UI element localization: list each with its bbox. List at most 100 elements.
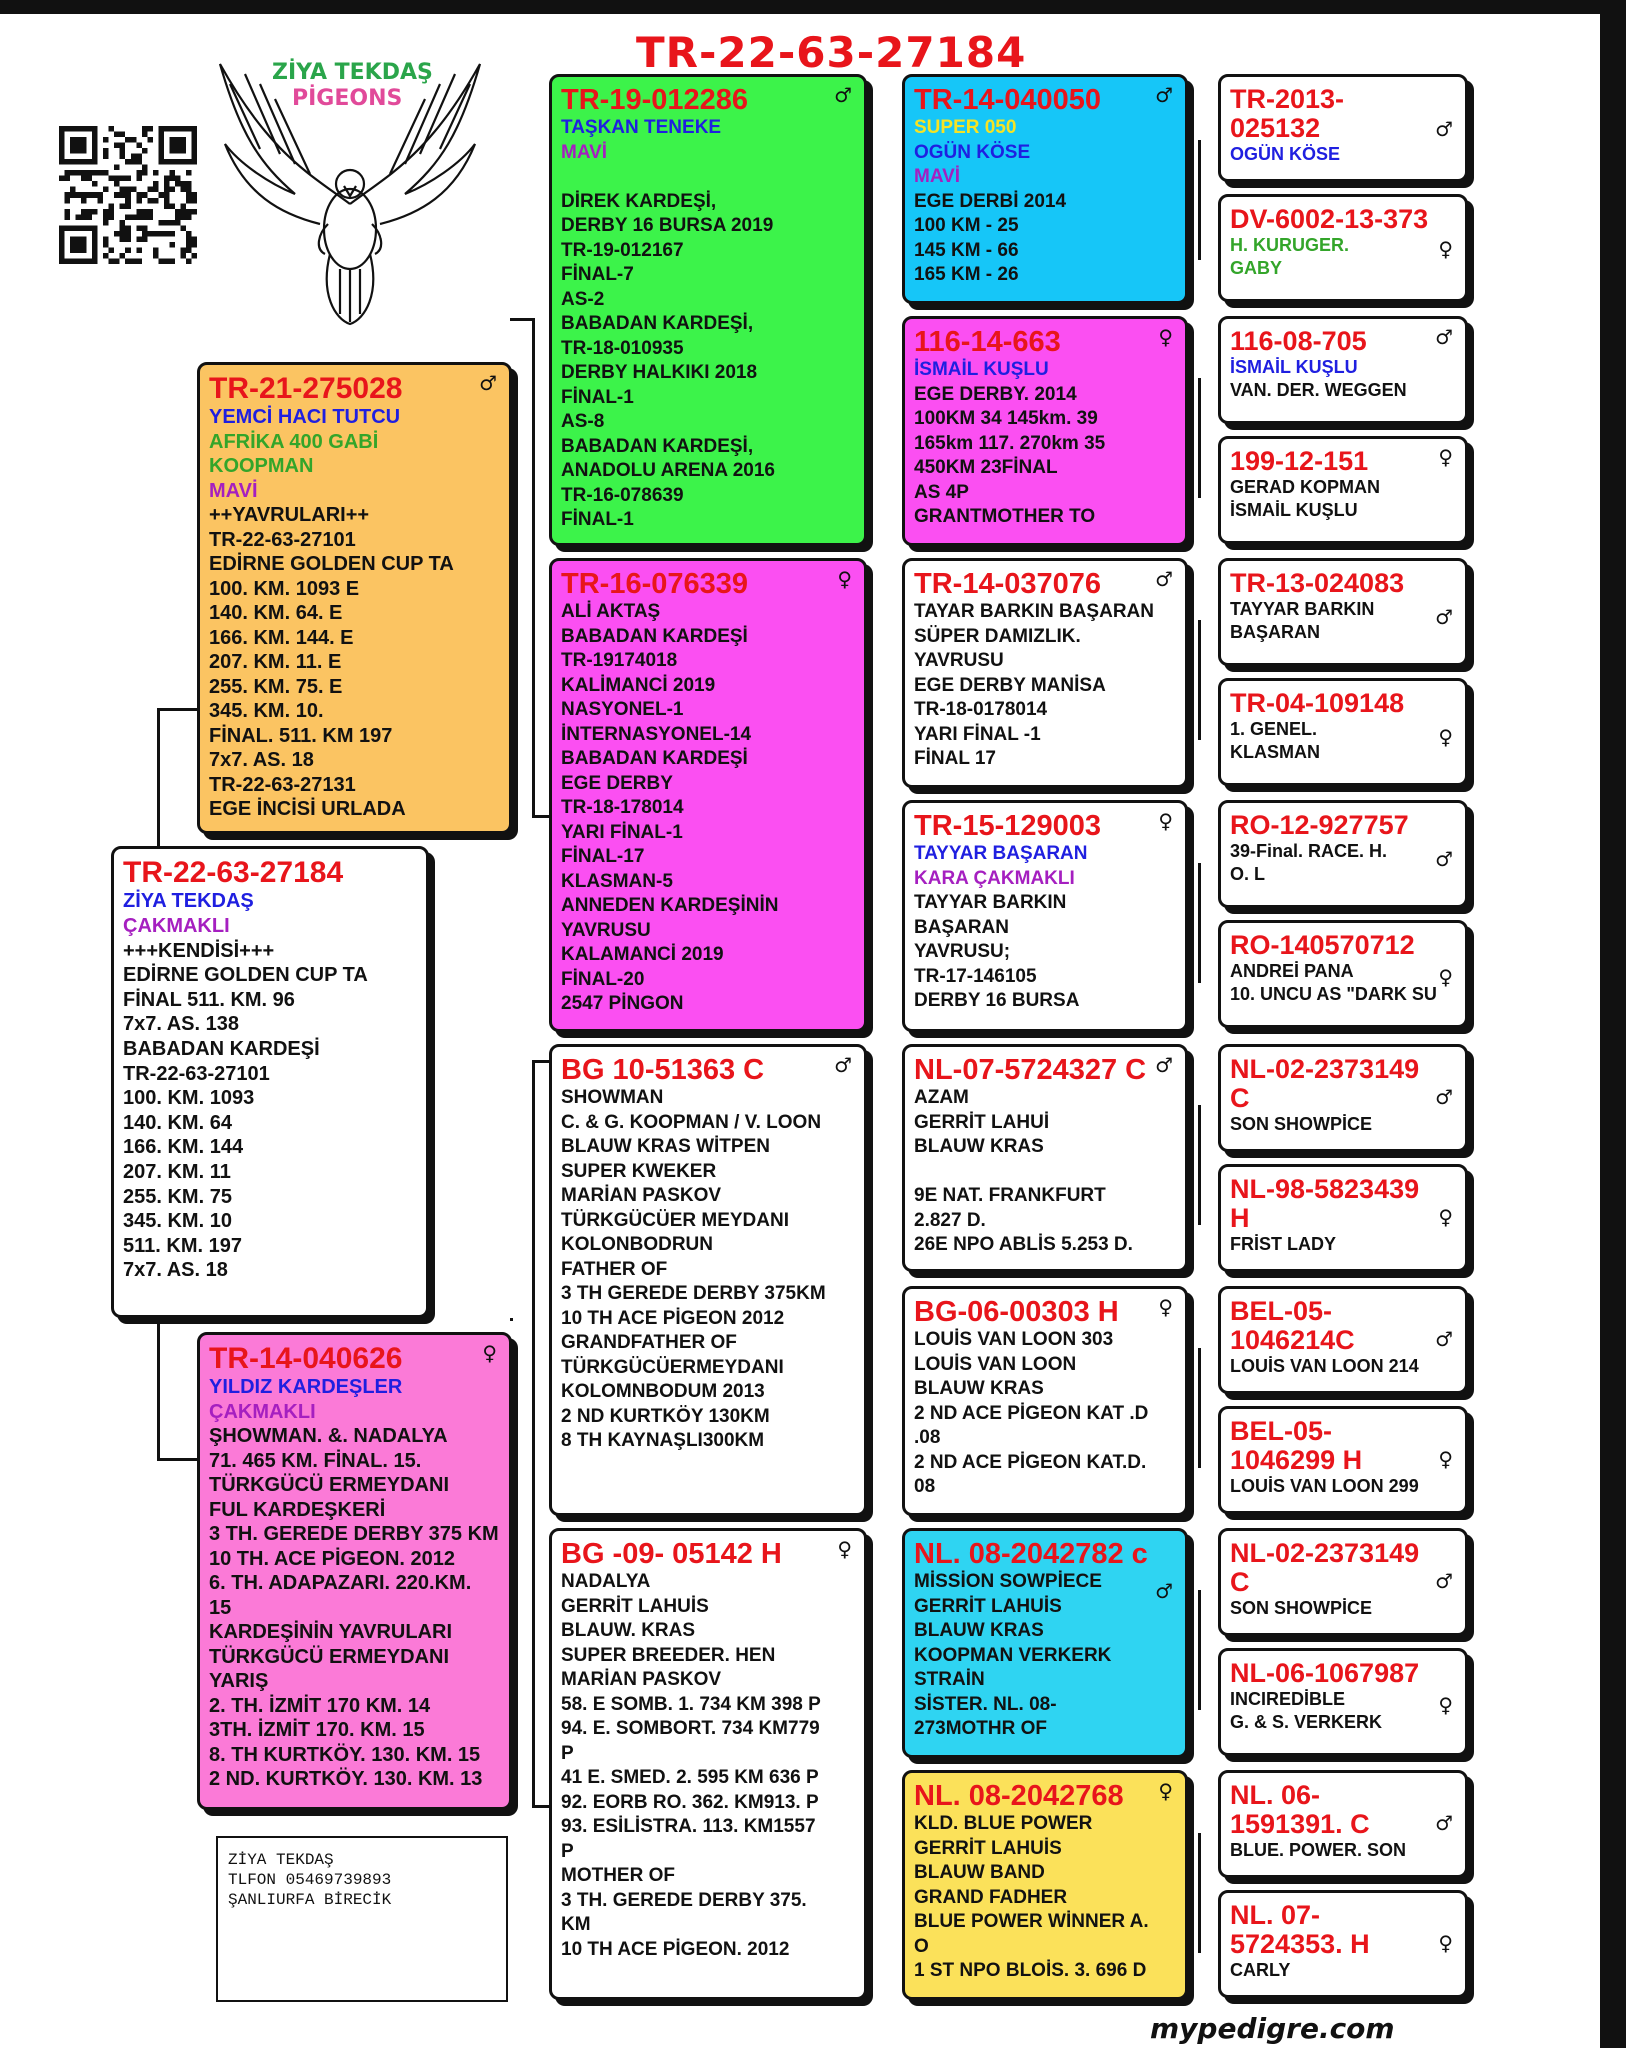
- detail-line: 26E NPO ABLİS 5.253 D.: [914, 1233, 1177, 1258]
- detail-line: ANDREİ PANA: [1230, 960, 1457, 983]
- detail-line: TR-19-012167: [561, 239, 856, 264]
- card-details: TAYYAR BARKINBAŞARAN: [1230, 598, 1457, 644]
- detail-line: DERBY HALKIKI 2018: [561, 361, 856, 386]
- detail-line: 2 ND ACE PİGEON KAT .D: [914, 1402, 1177, 1427]
- male-icon: ♂: [1435, 847, 1453, 871]
- connector: [157, 708, 160, 848]
- pigeon-card-g5-10[interactable]: NL-98-5823439 H ♀ FRİST LADY: [1218, 1164, 1468, 1272]
- detail-line: 345. KM. 10: [123, 1209, 418, 1234]
- detail-line: GERRİT LAHUİS: [561, 1595, 856, 1620]
- detail-line: TR-18-178014: [561, 796, 856, 821]
- detail-line: MAVİ: [209, 479, 501, 504]
- card-details: YEMCİ HACI TUTCUAFRİKA 400 GABİKOOPMANMA…: [209, 405, 501, 822]
- detail-line: YEMCİ HACI TUTCU: [209, 405, 501, 430]
- detail-line: 3 TH GEREDE DERBY 375KM: [561, 1282, 856, 1307]
- detail-line: BLAUW KRAS WİTPEN: [561, 1135, 856, 1160]
- pigeon-card-g5-9[interactable]: NL-02-2373149 C ♂ SON SHOWPİCE: [1218, 1044, 1468, 1152]
- detail-line: BLAUW BAND: [914, 1861, 1177, 1886]
- detail-line: KOLONBODRUN: [561, 1233, 856, 1258]
- pigeon-card-g5-16[interactable]: NL. 07- 5724353. H ♀ CARLY: [1218, 1890, 1468, 1998]
- detail-line: ANNEDEN KARDEŞİNİN: [561, 894, 856, 919]
- detail-line: KLASMAN-5: [561, 870, 856, 895]
- right-border: [1600, 0, 1626, 2048]
- logo: ZİYA TEKDAŞ PİGEONS: [200, 54, 500, 334]
- detail-line: 166. KM. 144: [123, 1135, 418, 1160]
- detail-line: MİSSİON SOWPİECE: [914, 1570, 1177, 1595]
- detail-line: 207. KM. 11. E: [209, 650, 501, 675]
- female-icon: ♀: [1438, 1931, 1453, 1955]
- connector: [1198, 1105, 1201, 1225]
- card-details: İSMAİL KUŞLUVAN. DER. WEGGEN: [1230, 356, 1457, 402]
- detail-line: [914, 1160, 1177, 1185]
- ring-number: TR-13-024083: [1230, 569, 1457, 598]
- pigeon-card-g5-11[interactable]: BEL-05- 1046214C ♂ LOUİS VAN LOON 214: [1218, 1286, 1468, 1394]
- pigeon-card-g5-1[interactable]: TR-2013- 025132 ♂ OGÜN KÖSE: [1218, 74, 1468, 182]
- female-icon: ♀: [1438, 237, 1453, 261]
- card-details: LOUİS VAN LOON 214: [1230, 1355, 1457, 1378]
- detail-line: LOUİS VAN LOON 303: [914, 1328, 1177, 1353]
- card-details: FRİST LADY: [1230, 1233, 1457, 1256]
- ring-number: TR-14-040050: [914, 85, 1177, 116]
- detail-line: 8. TH KURTKÖY. 130. KM. 15: [209, 1743, 501, 1768]
- detail-line: TR-16-078639: [561, 484, 856, 509]
- detail-line: 2547 PİNGON: [561, 992, 856, 1017]
- detail-line: FATHER OF: [561, 1258, 856, 1283]
- card-details: BLUE. POWER. SON: [1230, 1839, 1457, 1862]
- detail-line: KALAMANCİ 2019: [561, 943, 856, 968]
- detail-line: TÜRKGÜCÜER MEYDANI: [561, 1209, 856, 1234]
- detail-line: İNTERNASYONEL-14: [561, 723, 856, 748]
- pigeon-card-g5-15[interactable]: NL. 06- 1591391. C ♂ BLUE. POWER. SON: [1218, 1770, 1468, 1878]
- detail-line: BLUE POWER WİNNER A.: [914, 1910, 1177, 1935]
- ring-number: NL. 08-2042782 c: [914, 1539, 1177, 1570]
- pigeon-card-g5-6[interactable]: TR-04-109148 ♀ 1. GENEL.KLASMAN: [1218, 678, 1468, 786]
- top-border: [0, 0, 1626, 14]
- qr-code-icon[interactable]: [58, 126, 198, 264]
- pigeon-card-g5-7[interactable]: RO-12-927757 ♂ 39-Final. RACE. H.O. L: [1218, 800, 1468, 908]
- male-icon: ♂: [1155, 1053, 1173, 1077]
- detail-line: ALİ AKTAŞ: [561, 600, 856, 625]
- detail-line: YARI FİNAL -1: [914, 723, 1177, 748]
- pigeon-card-g5-12[interactable]: BEL-05- 1046299 H ♀ LOUİS VAN LOON 299: [1218, 1406, 1468, 1514]
- pigeon-card-g5-2[interactable]: DV-6002-13-373 ♀ H. KURUGER.GABY: [1218, 194, 1468, 302]
- detail-line: P: [561, 1742, 856, 1767]
- card-details: SON SHOWPİCE: [1230, 1597, 1457, 1620]
- detail-line: VAN. DER. WEGGEN: [1230, 379, 1457, 402]
- detail-line: TAYAR BARKIN BAŞARAN: [914, 600, 1177, 625]
- ring-number: TR-04-109148: [1230, 689, 1457, 718]
- detail-line: 165 KM - 26: [914, 263, 1177, 288]
- detail-line: SHOWMAN: [561, 1086, 856, 1111]
- detail-line: FİNAL 511. KM. 96: [123, 988, 418, 1013]
- detail-line: 6. TH. ADAPAZARI. 220.KM.: [209, 1571, 501, 1596]
- detail-line: O: [914, 1935, 1177, 1960]
- detail-line: FİNAL-20: [561, 968, 856, 993]
- detail-line: 166. KM. 144. E: [209, 626, 501, 651]
- pigeon-card-g5-13[interactable]: NL-02-2373149 C ♂ SON SHOWPİCE: [1218, 1528, 1468, 1636]
- contact-city: ŞANLIURFA BİRECİK: [228, 1890, 496, 1910]
- detail-line: 1 ST NPO BLOİS. 3. 696 D: [914, 1959, 1177, 1984]
- connector: [870, 1620, 873, 1865]
- card-details: TAYAR BARKIN BAŞARANSÜPER DAMIZLIK.YAVRU…: [914, 600, 1177, 772]
- footer-brand[interactable]: mypedigre.com: [1150, 2012, 1395, 2045]
- detail-line: BABADAN KARDEŞİ: [123, 1037, 418, 1062]
